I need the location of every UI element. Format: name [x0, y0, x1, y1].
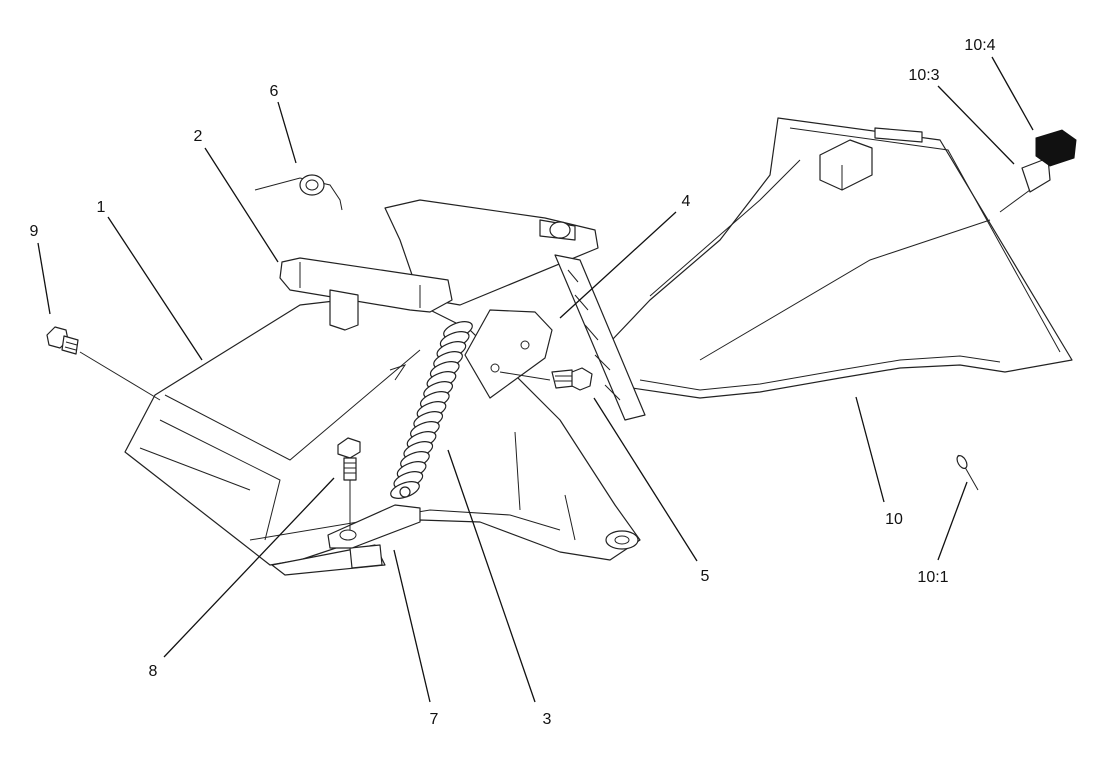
callout-10-1: 10:1 — [917, 569, 948, 586]
callout-labels: 1 2 3 4 5 6 7 8 9 10 10:1 10:3 10:4 — [30, 37, 996, 728]
part-8-bolt — [337, 437, 361, 530]
part-10-3-latch — [999, 157, 1051, 213]
callout-1: 1 — [97, 199, 106, 216]
leader-10 — [855, 396, 885, 503]
part-4-bracket — [464, 309, 553, 399]
part-3-spring — [390, 321, 473, 499]
leader-10-1 — [937, 481, 968, 561]
callout-4: 4 — [682, 193, 691, 210]
leader-1 — [107, 216, 203, 361]
spring-hook — [399, 486, 411, 498]
part-10-4-knob — [1035, 129, 1077, 167]
callout-6: 6 — [270, 83, 279, 100]
callout-3: 3 — [543, 711, 552, 728]
callout-10-3: 10:3 — [908, 67, 939, 84]
part-10-1-pin — [956, 454, 979, 491]
leader-9 — [37, 242, 51, 315]
part-2-handle — [279, 199, 646, 421]
callout-7: 7 — [430, 711, 439, 728]
callout-8: 8 — [149, 663, 158, 680]
leader-6 — [277, 101, 297, 164]
callout-2: 2 — [194, 128, 203, 145]
leader-3 — [447, 449, 536, 703]
part-6-clip — [254, 174, 343, 211]
callout-10: 10 — [885, 511, 903, 528]
part-7-plate — [271, 544, 386, 576]
callout-9: 9 — [30, 223, 39, 240]
part-5-bolt — [499, 367, 593, 391]
part-9-bolt — [46, 326, 161, 401]
leader-lines — [37, 56, 1034, 703]
part-10-chute — [611, 117, 1073, 399]
leader-10-4 — [991, 56, 1034, 131]
callout-10-4: 10:4 — [964, 37, 995, 54]
leader-8 — [163, 477, 335, 658]
leader-2 — [204, 147, 279, 263]
leader-4 — [559, 211, 677, 319]
part-3-spring-mount — [327, 504, 421, 549]
leader-5 — [593, 397, 698, 562]
leader-10-3 — [937, 85, 1015, 165]
leader-7 — [393, 549, 431, 703]
callout-5: 5 — [701, 568, 710, 585]
